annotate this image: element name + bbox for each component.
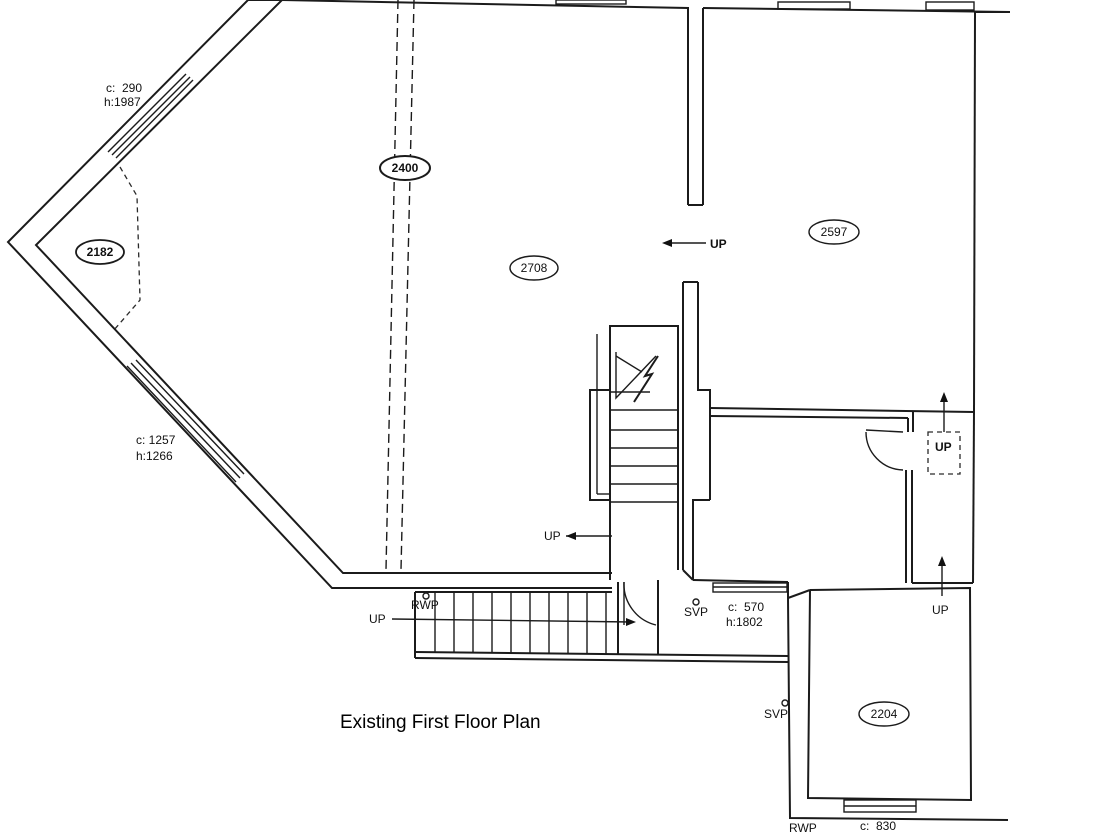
window-middle [712, 582, 788, 593]
up-label-external-stair: UP [369, 612, 386, 626]
window-top-left [107, 73, 194, 159]
up-label-corridor: UP [932, 603, 949, 617]
window-lower-left-c: c: 1257 [136, 433, 176, 447]
left-wing-walls [6, 0, 612, 589]
room-label-2182: 2182 [87, 245, 114, 259]
window-middle-c: c: 570 [728, 600, 764, 614]
arrow-up-stair [566, 532, 612, 540]
window-lower-left-h: h:1266 [136, 449, 173, 463]
window-lower-left [126, 359, 245, 483]
loft-hatch [927, 431, 961, 475]
plan-title: Existing First Floor Plan [340, 712, 541, 733]
up-label-2708: UP [710, 237, 727, 251]
room-oval-2708 [509, 255, 559, 281]
window-top-left-c: c: 290 [106, 81, 142, 95]
arrow-up-hatch [940, 392, 948, 432]
annex-walls [787, 586, 1009, 821]
beam-dashed-lines [385, 0, 415, 571]
window-middle-h: h:1802 [726, 615, 763, 629]
pipe-markers [422, 592, 789, 707]
window-top-left-h: h:1987 [104, 95, 141, 109]
room-label-2400: 2400 [392, 161, 419, 175]
right-room-walls [692, 11, 1010, 598]
room-oval-2400 [379, 155, 431, 181]
window-bottom-c: c: 830 [860, 819, 896, 833]
arrow-up-external-stair [391, 618, 636, 626]
svp-label-annex: SVP [764, 707, 788, 721]
room-label-2204: 2204 [871, 707, 898, 721]
central-walls [281, 0, 1011, 581]
room-oval-2182 [75, 239, 125, 265]
door-swing-right [865, 429, 904, 471]
room-oval-2597 [808, 219, 860, 245]
arrow-up-corridor [938, 556, 946, 596]
arrow-up-2708 [662, 239, 706, 247]
svp-label-middle: SVP [684, 605, 708, 619]
up-label-stair: UP [544, 529, 561, 543]
room-label-2708: 2708 [521, 261, 548, 275]
top-window-stubs [555, 0, 975, 11]
rwp-label-stair: RWP [411, 598, 439, 612]
bay-dashed-line [113, 166, 141, 331]
up-label-hatch: UP [935, 440, 952, 454]
rwp-label-bottom: RWP [789, 821, 817, 833]
external-stair [414, 580, 789, 663]
room-label-2597: 2597 [821, 225, 848, 239]
door-swing-bottom [623, 581, 657, 626]
internal-stair [589, 325, 679, 580]
room-oval-2204 [858, 701, 910, 727]
